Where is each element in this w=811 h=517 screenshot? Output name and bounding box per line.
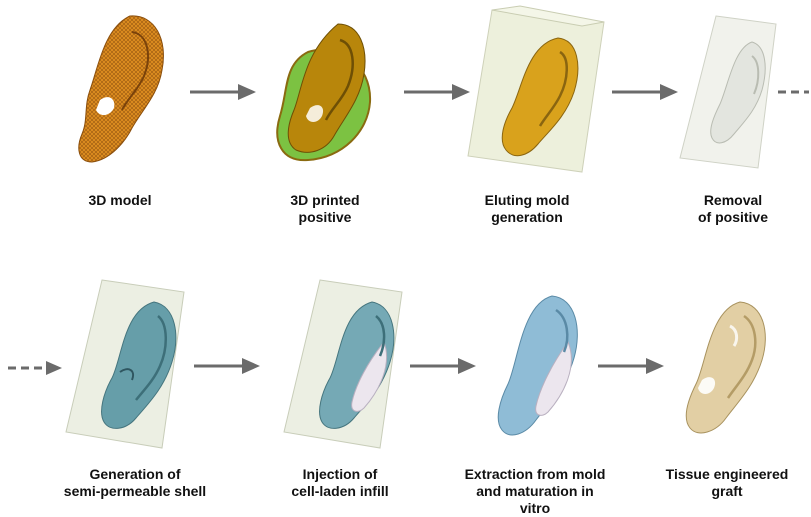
step-label-injection-of-infill: Injection of cell-laden infill <box>270 466 410 500</box>
step-label-3d-model: 3D model <box>70 192 170 209</box>
step-label-extraction-and-maturation: Extraction from mold and maturation in v… <box>450 466 620 517</box>
step-label-line: graft <box>652 483 802 500</box>
process-arrow <box>596 356 666 381</box>
extracted-ear-image <box>482 290 592 450</box>
step-label-tissue-engineered-graft: Tissue engineered graft <box>652 466 802 500</box>
step-label-line: Generation of <box>50 466 220 483</box>
infill-in-mold-image <box>280 272 410 452</box>
step-label-line: Injection of <box>270 466 410 483</box>
step-label-line: cell-laden infill <box>270 483 410 500</box>
step-label-line: and maturation in <box>450 483 620 500</box>
ear-wireframe-model-image <box>70 10 170 170</box>
step-label-3d-printed-positive: 3D printed positive <box>270 192 380 226</box>
step-label-line: 3D model <box>70 192 170 209</box>
step-label-line: generation <box>472 209 582 226</box>
empty-mold-image <box>676 12 781 172</box>
process-arrow <box>188 82 258 107</box>
step-label-line: vitro <box>450 500 620 517</box>
continuation-dashed-line <box>776 82 811 107</box>
step-label-line: Eluting mold <box>472 192 582 209</box>
continuation-dashed-arrow <box>6 358 64 383</box>
step-label-line: Tissue engineered <box>652 466 802 483</box>
step-label-line: of positive <box>678 209 788 226</box>
step-label-line: positive <box>270 209 380 226</box>
step-label-eluting-mold-generation: Eluting mold generation <box>472 192 582 226</box>
step-label-line: 3D printed <box>270 192 380 209</box>
process-arrow <box>408 356 478 381</box>
process-arrow <box>192 356 262 381</box>
step-label-line: Extraction from mold <box>450 466 620 483</box>
shell-in-mold-image <box>62 272 192 452</box>
step-label-removal-of-positive: Removal of positive <box>678 192 788 226</box>
tissue-graft-ear-image <box>668 296 778 446</box>
process-arrow <box>610 82 680 107</box>
step-label-generation-of-shell: Generation of semi-permeable shell <box>50 466 220 500</box>
mold-with-ear-image <box>462 4 607 179</box>
printed-positive-ear-image <box>268 12 388 172</box>
step-label-line: Removal <box>678 192 788 209</box>
step-label-line: semi-permeable shell <box>50 483 220 500</box>
